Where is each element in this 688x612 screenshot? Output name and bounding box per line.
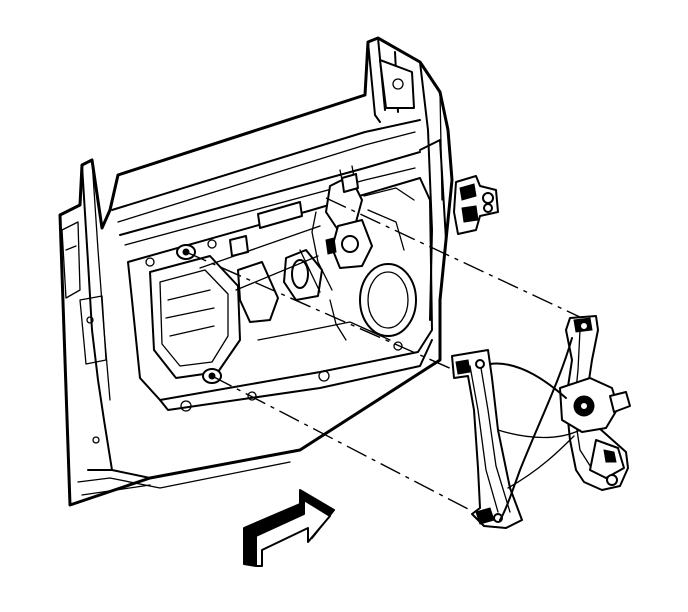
callout-line-upper-left — [185, 251, 455, 371]
door-latch-bracket — [453, 175, 499, 235]
callout-line-upper-right — [325, 197, 583, 319]
door-outer-shell — [58, 36, 454, 507]
callout-line-lower-left — [211, 375, 471, 511]
installation-direction-arrow — [243, 489, 335, 567]
door-inner-panel — [127, 165, 433, 412]
window-regulator-assembly — [451, 315, 631, 529]
mounting-hole-callout-lines — [185, 197, 583, 511]
